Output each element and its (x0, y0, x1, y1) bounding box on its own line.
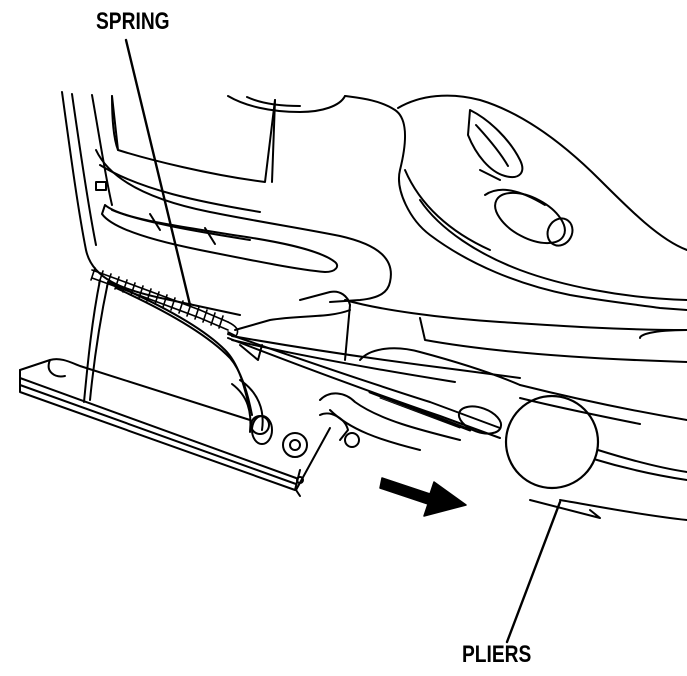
base-plate (19, 358, 360, 497)
detail-circle (504, 394, 600, 490)
pliers (227, 333, 687, 521)
saw-housing (61, 91, 687, 363)
spring-leader-line (124, 38, 192, 307)
direction-arrow (379, 477, 467, 517)
spring-callout-label: SPRING (96, 8, 170, 35)
spring (90, 267, 239, 337)
blade-lever (83, 279, 351, 416)
pliers-leader-line (505, 500, 562, 644)
pliers-callout-label: PLIERS (462, 641, 532, 668)
